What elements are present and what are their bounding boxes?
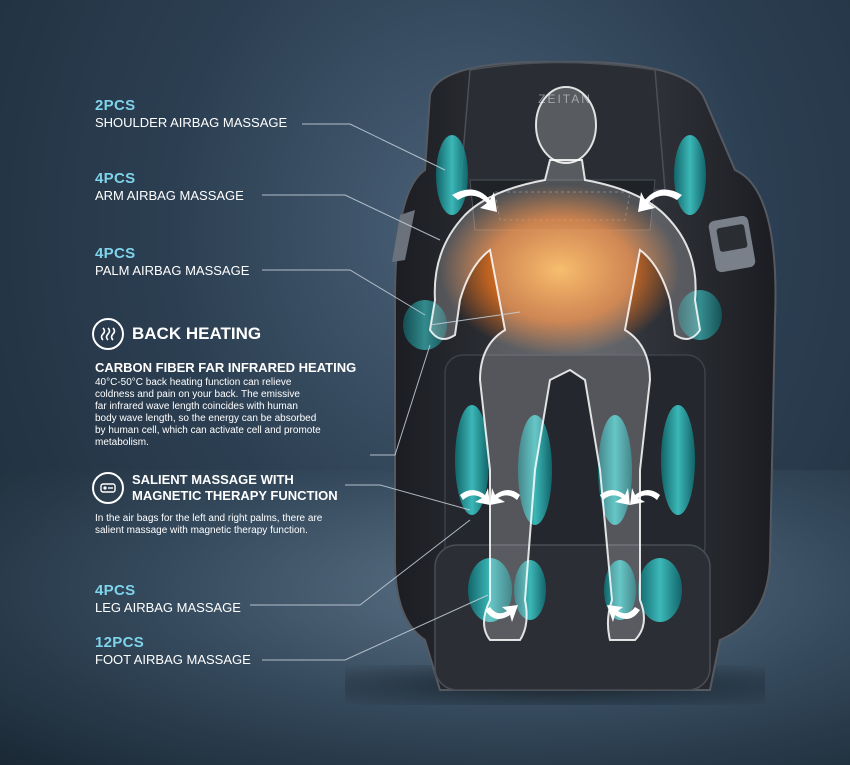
heating-line: metabolism. (95, 437, 149, 448)
heating-zone (440, 185, 680, 355)
arrow-icon (460, 488, 490, 505)
heating-description: 40°C-50°C back heating function can reli… (95, 377, 321, 449)
brand-logo: ZEITAN (538, 92, 592, 106)
foot-airbag-3 (604, 560, 636, 620)
shoulder-airbag-name: SHOULDER AIRBAG MASSAGE (95, 115, 288, 130)
arrow-icon (490, 488, 520, 505)
arrow-icon (485, 605, 518, 622)
shoulder-airbag-right (674, 135, 706, 215)
leg-airbag-name: LEG AIRBAG MASSAGE (95, 600, 241, 615)
magnet-icon (92, 472, 124, 504)
leg-airbag-qty: 4PCS (95, 582, 136, 599)
foot-airbag-name: FOOT AIRBAG MASSAGE (95, 652, 251, 667)
magnetic-heading: SALIENT MASSAGE WITH MAGNETIC THERAPY FU… (92, 472, 338, 504)
airbags (403, 135, 722, 622)
magnetic-description: In the air bags for the left and right p… (95, 513, 322, 537)
arm-airbag-qty: 4PCS (95, 170, 136, 187)
leg-airbag-1 (455, 405, 489, 515)
foot-airbag-label: 12PCS FOOT AIRBAG MASSAGE (95, 634, 251, 667)
arm-airbag-label: 4PCS ARM AIRBAG MASSAGE (95, 170, 244, 203)
leg-airbag-label: 4PCS LEG AIRBAG MASSAGE (95, 582, 241, 615)
arrow-icon (638, 189, 682, 212)
arrow-icon (630, 488, 660, 505)
magnetic-title-line1: SALIENT MASSAGE WITH (132, 472, 294, 487)
shoulder-airbag-qty: 2PCS (95, 97, 136, 114)
shoulder-airbag-left (436, 135, 468, 215)
heating-line: 40°C-50°C back heating function can reli… (95, 377, 292, 388)
motion-arrows (452, 189, 682, 622)
arrow-icon (600, 488, 630, 505)
leader-lines (250, 123, 521, 661)
foot-airbag-2 (514, 560, 546, 620)
back-heating-heading: BACK HEATING (92, 318, 261, 350)
palm-airbag-label: 4PCS PALM AIRBAG MASSAGE (95, 245, 249, 278)
human-figure (428, 86, 702, 641)
foot-airbag-qty: 12PCS (95, 634, 145, 651)
magnetic-line: salient massage with magnetic therapy fu… (95, 525, 308, 536)
arrow-icon (452, 189, 497, 212)
arrow-icon (607, 605, 640, 622)
heating-line: far infrared wave length coincides with … (95, 401, 298, 412)
palm-airbag-name: PALM AIRBAG MASSAGE (95, 263, 250, 278)
palm-airbag-right (678, 290, 722, 340)
palm-airbag-qty: 4PCS (95, 245, 136, 262)
heating-line: by human cell, which can activate cell a… (95, 425, 321, 436)
heating-line: body wave length, so the energy can be a… (95, 413, 317, 424)
arm-airbag-name: ARM AIRBAG MASSAGE (95, 188, 244, 203)
heating-subtitle: CARBON FIBER FAR INFRARED HEATING (95, 360, 357, 375)
heat-waves-icon (92, 318, 124, 350)
back-heating-title: BACK HEATING (132, 324, 262, 343)
magnetic-title: SALIENT MASSAGE WITH MAGNETIC THERAPY FU… (132, 472, 338, 504)
foot-airbag-4 (638, 558, 682, 622)
leg-airbag-4 (661, 405, 695, 515)
shoulder-airbag-label: 2PCS SHOULDER AIRBAG MASSAGE (95, 97, 287, 130)
magnetic-line: In the air bags for the left and right p… (95, 513, 323, 524)
magnetic-title-line2: MAGNETIC THERAPY FUNCTION (132, 488, 338, 503)
heating-line: coldness and pain on your back. The emis… (95, 389, 300, 400)
